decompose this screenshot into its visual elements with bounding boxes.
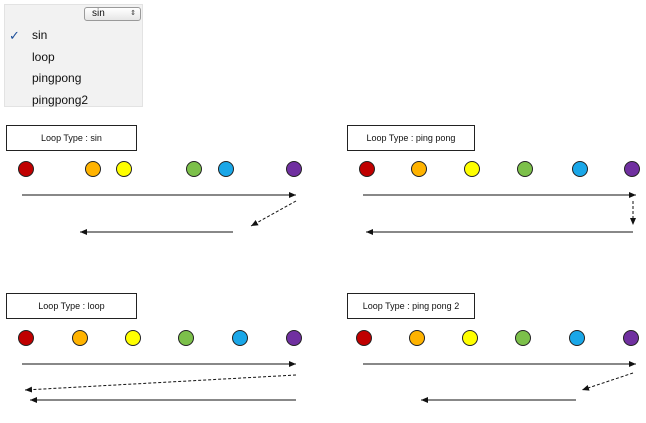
purple-dot xyxy=(286,161,302,177)
menu-item-sin[interactable]: ✓ sin xyxy=(5,25,142,47)
menu-item-label: pingpong xyxy=(32,71,82,85)
pingpong2-arrows-diagram xyxy=(363,361,636,403)
red-dot xyxy=(18,161,34,177)
select-value: sin xyxy=(92,8,105,19)
loop-type-select[interactable]: sin ⇕ xyxy=(84,7,141,21)
menu-item-label: loop xyxy=(32,49,55,64)
up-down-arrows-icon: ⇕ xyxy=(130,10,136,17)
menu-item-label: pingpong2 xyxy=(32,92,89,107)
panel-title: Loop Type : sin xyxy=(6,125,137,151)
orange-dot xyxy=(411,161,427,177)
menu-item-loop[interactable]: loop xyxy=(5,47,142,69)
purple-dot xyxy=(623,330,639,346)
blue-dot xyxy=(232,330,248,346)
blue-dot xyxy=(569,330,585,346)
yellow-dot xyxy=(464,161,480,177)
panel-loop-pingpong: Loop Type : ping pong xyxy=(341,125,646,255)
blue-dot xyxy=(572,161,588,177)
panel-title: Loop Type : ping pong xyxy=(347,125,475,151)
red-dot xyxy=(18,330,34,346)
panel-loop-sin: Loop Type : sin xyxy=(0,125,330,255)
red-dot xyxy=(356,330,372,346)
menu-item-pingpong2[interactable]: pingpong2 xyxy=(5,90,142,112)
green-dot xyxy=(178,330,194,346)
pingpong-arrows-diagram xyxy=(363,192,636,235)
yellow-dot xyxy=(125,330,141,346)
panel-loop-pingpong2: Loop Type : ping pong 2 xyxy=(341,293,646,423)
red-dot xyxy=(359,161,375,177)
purple-dot xyxy=(624,161,640,177)
orange-dot xyxy=(409,330,425,346)
yellow-dot xyxy=(462,330,478,346)
loop-type-dropdown: sin ⇕ ✓ sin loop pingpong pingpong2 xyxy=(4,4,143,107)
checkmark-icon: ✓ xyxy=(9,28,20,43)
green-dot xyxy=(515,330,531,346)
green-dot xyxy=(186,161,202,177)
yellow-dot xyxy=(116,161,132,177)
purple-dot xyxy=(286,330,302,346)
menu-item-label: sin xyxy=(32,28,48,42)
panel-title: Loop Type : loop xyxy=(6,293,137,319)
panel-loop-loop: Loop Type : loop xyxy=(0,293,330,423)
panel-title: Loop Type : ping pong 2 xyxy=(347,293,475,319)
green-dot xyxy=(517,161,533,177)
blue-dot xyxy=(218,161,234,177)
menu-item-pingpong[interactable]: pingpong xyxy=(5,68,142,90)
dropdown-menu: ✓ sin loop pingpong pingpong2 xyxy=(5,25,142,111)
sin-arrows-diagram xyxy=(22,192,297,235)
loop-arrows-diagram xyxy=(22,361,297,403)
dropdown-bar: sin ⇕ xyxy=(5,5,142,24)
orange-dot xyxy=(85,161,101,177)
orange-dot xyxy=(72,330,88,346)
